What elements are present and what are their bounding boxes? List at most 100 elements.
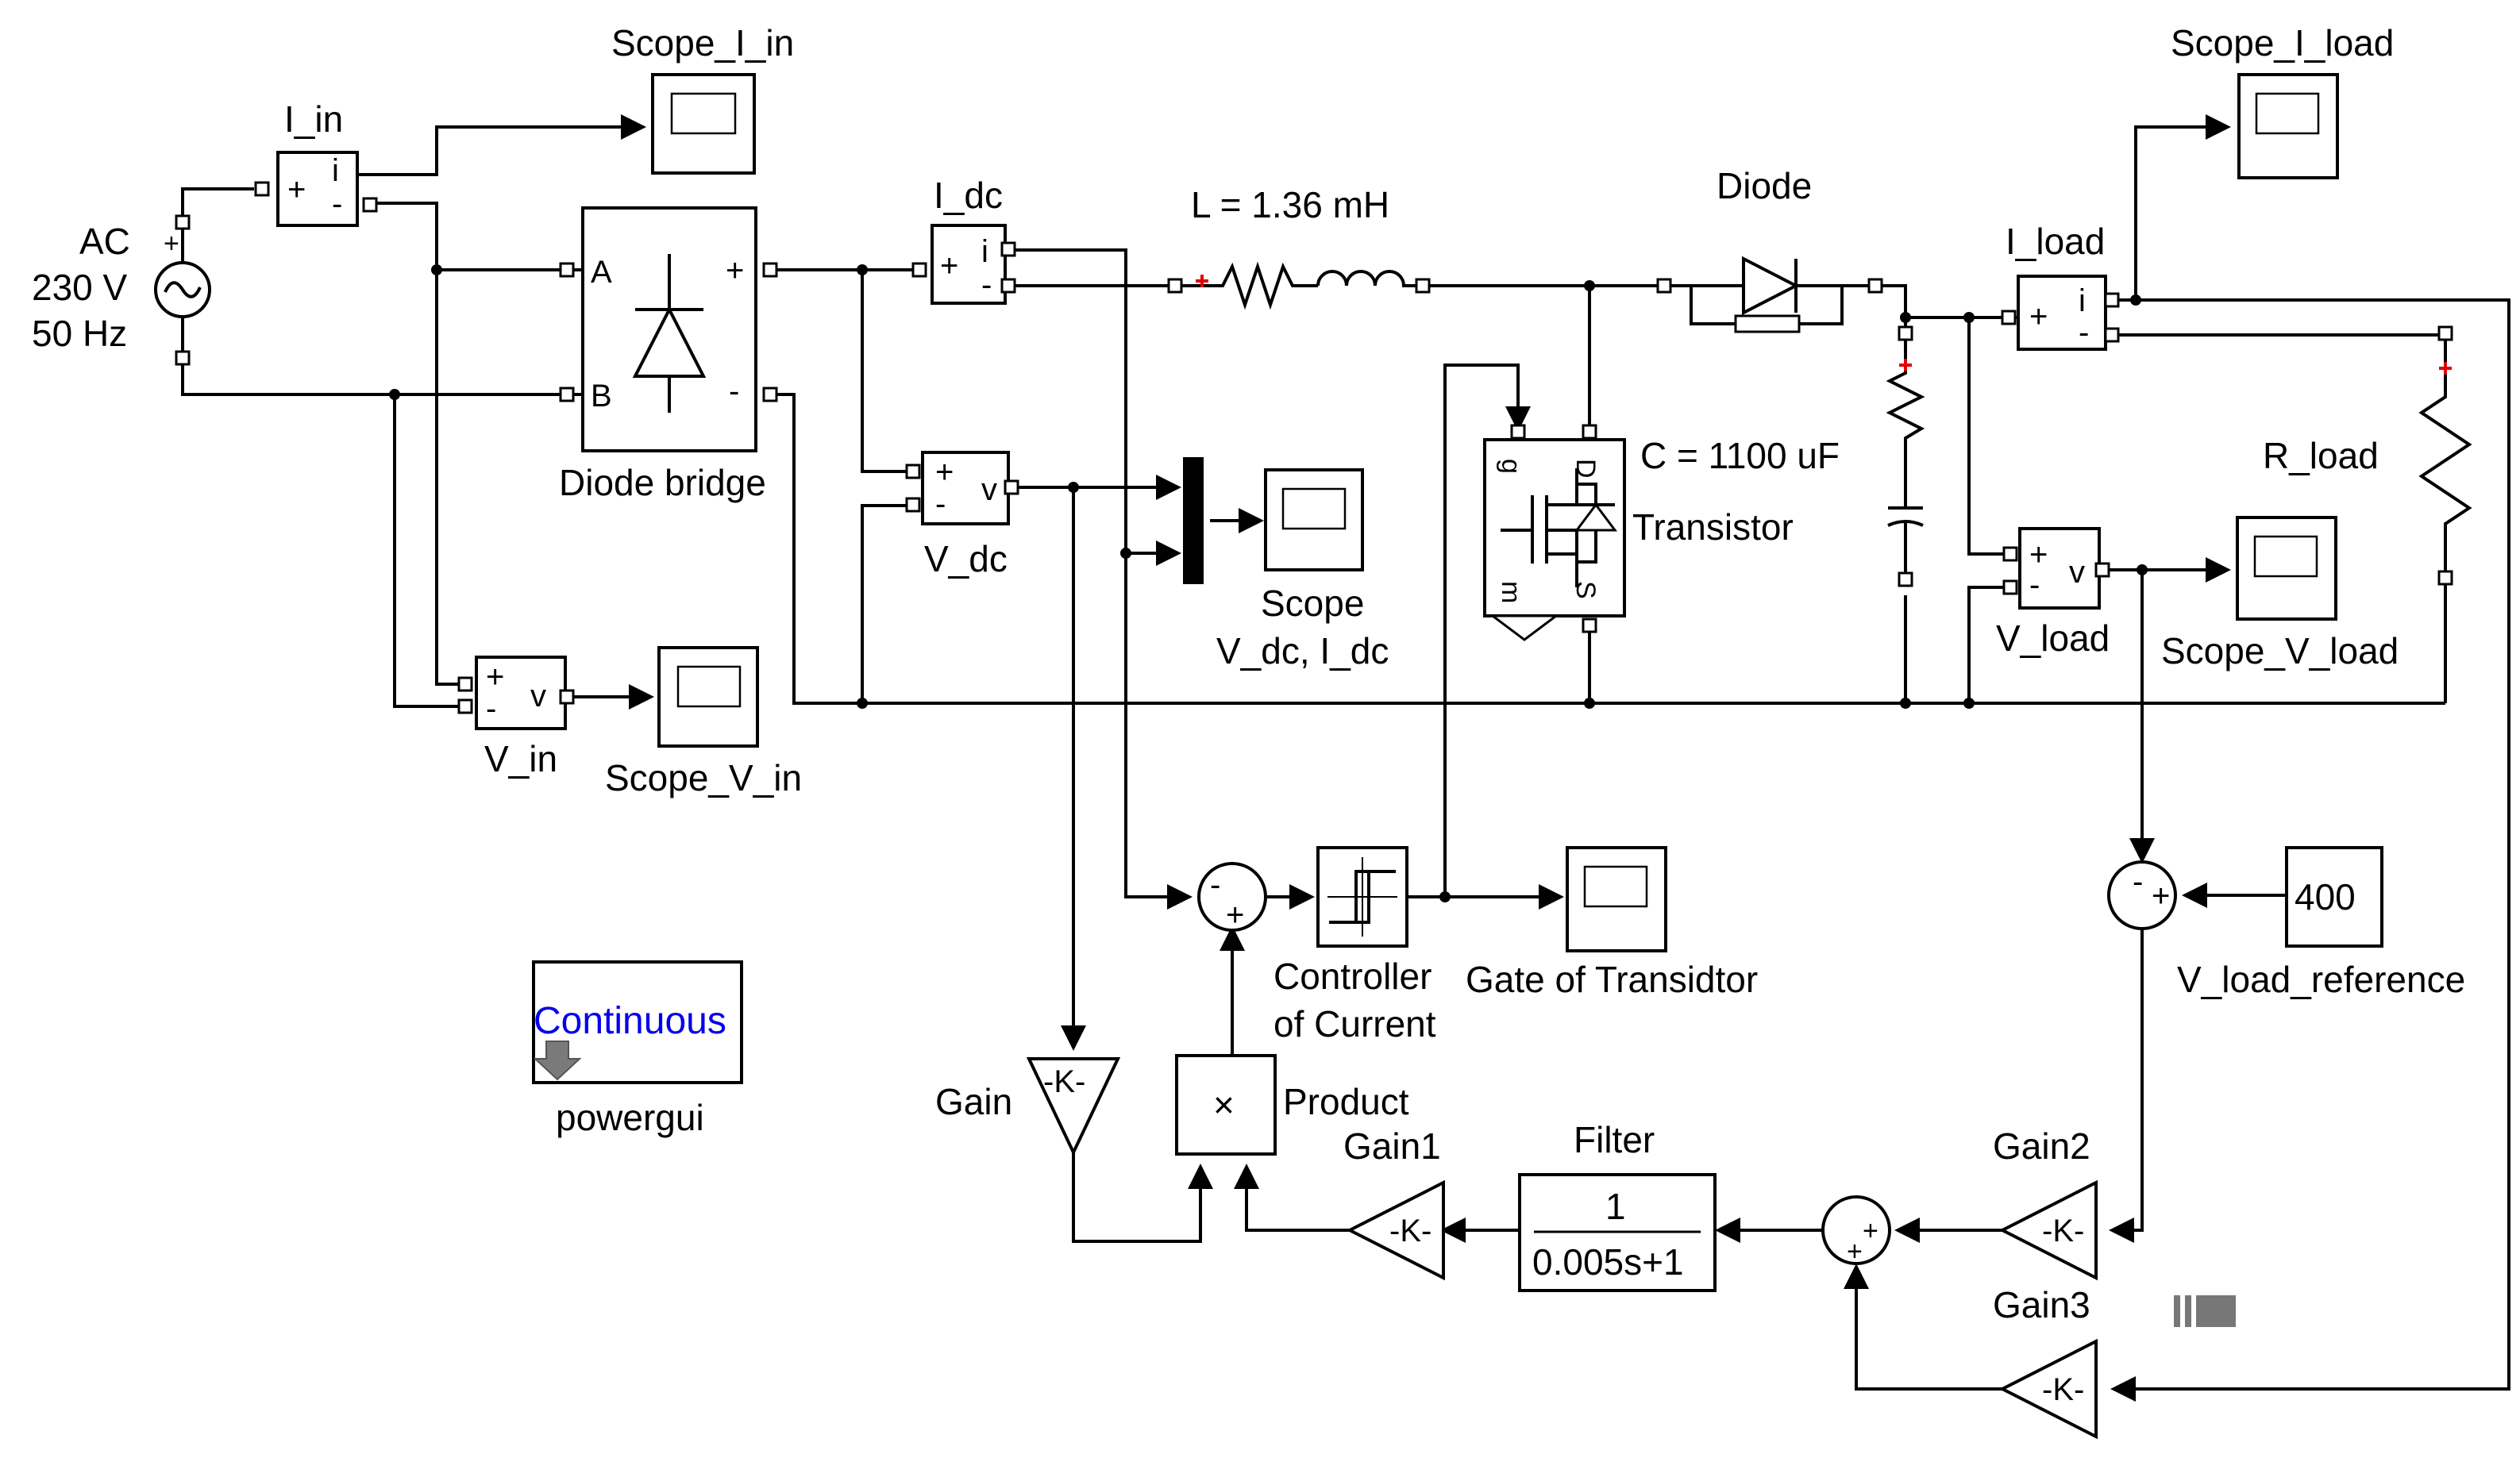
voltage-sensor-v-in[interactable]: + - v V_in [457,656,575,779]
diode-bridge[interactable]: A B + - Diode bridge [559,206,778,503]
diode-label: Diode [1717,165,1812,206]
svg-text:+: + [486,660,504,694]
svg-text:×: × [1213,1084,1235,1125]
svg-text:-: - [1210,867,1220,902]
gain2-label: Gain2 [1993,1125,2090,1167]
v-dc-label: V_dc [924,538,1008,579]
diode-bridge-label: Diode bridge [559,462,766,503]
product-block[interactable]: × Product [1175,1054,1409,1156]
r-load-label: R_load [2263,435,2379,476]
svg-text:i: i [332,153,339,188]
reference-label: V_load_reference [2177,959,2465,1000]
inductor-label: L = 1.36 mH [1191,184,1389,225]
svg-text:v: v [2069,555,2085,590]
svg-text:-: - [2133,864,2143,899]
svg-text:-K-: -K- [2042,1214,2084,1248]
i-dc-label: I_dc [934,175,1003,216]
sum-current-error[interactable]: - + [1197,862,1267,933]
svg-text:+: + [726,253,744,288]
scope-v-in-label: Scope_V_in [605,757,802,798]
resistor-r-load[interactable]: R_load [2263,325,2472,586]
voltage-sensor-v-dc[interactable]: + - v V_dc [905,451,1019,579]
scope-gate[interactable]: Gate of Transidtor [1466,846,1758,1000]
current-sensor-i-in[interactable]: + i - I_in [254,98,378,227]
scope-gate-label: Gate of Transidtor [1466,959,1758,1000]
scope-v-load[interactable]: Scope_V_load [2161,516,2399,671]
scope-i-load[interactable]: Scope_I_load [2171,22,2394,179]
inductor-l[interactable]: L = 1.36 mH [1167,184,1431,310]
scope-v-dc-i-dc[interactable]: Scope V_dc, I_dc [1216,468,1389,671]
current-controller-relay[interactable]: Controller of Current [1273,846,1436,1044]
powergui-block[interactable]: Continuous powergui [532,960,743,1138]
gain-block[interactable]: -K- Gain [935,1057,1121,1156]
svg-text:v: v [981,472,997,507]
scope-v-in[interactable]: Scope_V_in [605,646,802,798]
svg-text:m: m [1496,581,1526,603]
gain3-block[interactable]: -K- Gain3 [1993,1284,2098,1440]
scope-vdc-label-line1: Scope [1261,583,1364,624]
ac-label: AC [79,221,130,262]
powergui-label: powergui [556,1097,704,1138]
powergui-mode: Continuous [534,1000,726,1042]
svg-text:400: 400 [2295,876,2356,918]
scope-i-in[interactable]: Scope_I_in [611,22,794,175]
gain-label: Gain [935,1081,1012,1122]
v-load-label: V_load [1996,617,2110,659]
svg-text:i: i [981,234,988,269]
filter-transfer-function[interactable]: 1 0.005s+1 Filter [1518,1119,1717,1292]
transistor-label: Transistor [1632,506,1794,548]
mosfet-transistor[interactable]: g D m S Transistor [1483,424,1794,641]
svg-text:-: - [729,374,739,409]
sum-gains[interactable]: + + [1821,1195,1891,1267]
svg-text:g: g [1496,459,1526,474]
svg-text:-: - [2079,315,2089,350]
svg-text:+: + [1226,898,1244,933]
v-load-reference-constant[interactable]: 400 V_load_reference [2177,846,2465,1000]
svg-text:+: + [1847,1237,1863,1267]
wires [181,114,2510,1402]
current-sensor-i-load[interactable]: + i - I_load [2001,221,2120,351]
svg-text:v: v [530,679,546,714]
svg-text:+: + [2029,299,2048,334]
scope-i-load-label: Scope_I_load [2171,22,2394,63]
capacitor-label: C = 1100 uF [1640,435,1840,476]
svg-text:B: B [591,379,612,414]
gain1-block[interactable]: -K- Gain1 [1343,1125,1445,1281]
controller-label-line1: Controller [1273,956,1431,997]
gain2-block[interactable]: -K- Gain2 [1993,1125,2098,1281]
v-in-label: V_in [484,738,557,779]
scope-i-in-label: Scope_I_in [611,22,794,63]
svg-text:1: 1 [1605,1186,1626,1227]
svg-text:-: - [486,691,496,726]
ac-voltage-source[interactable]: + AC 230 V 50 Hz [32,214,211,366]
capacitor-c[interactable]: C = 1100 uF [1640,325,1925,587]
scope-vdc-label-line2: V_dc, I_dc [1216,630,1389,671]
product-label: Product [1283,1081,1409,1122]
ac-voltage-label: 230 V [32,267,128,308]
svg-text:+: + [164,229,179,259]
sum-voltage-error[interactable]: - + [2107,860,2177,930]
svg-text:+: + [1863,1216,1878,1246]
diode[interactable]: Diode [1656,165,1883,333]
mux-block[interactable] [1183,457,1204,584]
i-in-label: I_in [284,98,343,140]
svg-text:0.005s+1: 0.005s+1 [1532,1241,1684,1283]
svg-text:+: + [287,172,306,207]
voltage-sensor-v-load[interactable]: + - v V_load [1996,527,2110,659]
svg-text:-: - [935,487,946,521]
svg-text:A: A [591,255,612,290]
down-arrow-icon [533,1041,582,1081]
i-load-label: I_load [2006,221,2105,262]
link-indicator-icon [2174,1295,2236,1327]
filter-label: Filter [1574,1119,1655,1160]
ac-frequency-label: 50 Hz [32,313,127,354]
svg-text:D: D [1570,459,1601,479]
svg-text:-K-: -K- [2042,1372,2084,1407]
svg-text:S: S [1570,581,1601,599]
svg-text:-K-: -K- [1043,1064,1085,1099]
scope-v-load-label: Scope_V_load [2161,630,2399,671]
svg-text:+: + [940,248,958,283]
current-sensor-i-dc[interactable]: + i - I_dc [911,175,1016,305]
svg-text:i: i [2079,283,2086,318]
